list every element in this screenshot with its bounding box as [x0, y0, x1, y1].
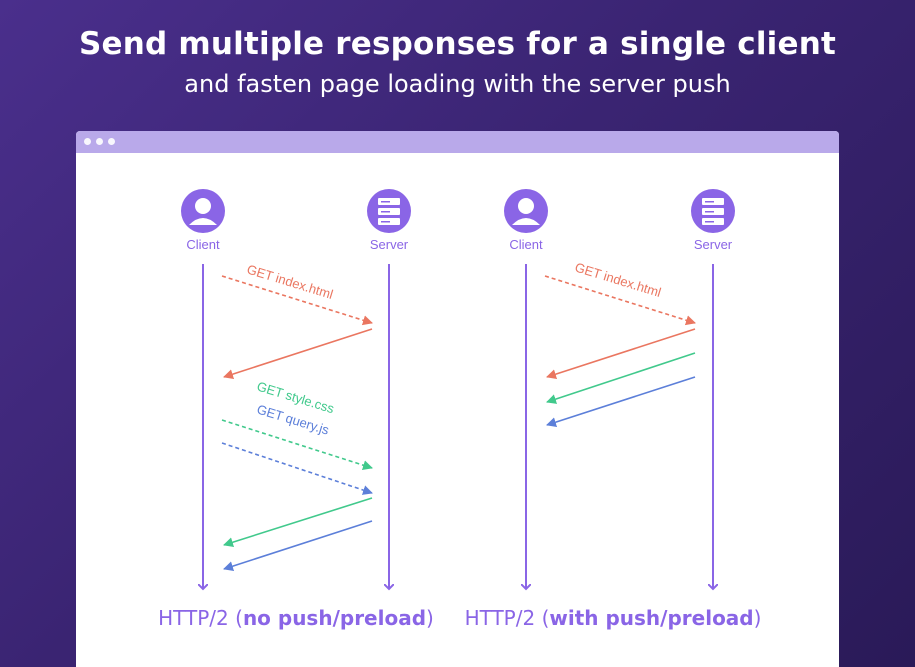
browser-window: Client Server GET index.html GET style: [76, 131, 839, 667]
right-diagram: Client Server GET index.html HTTP/2 (wit…: [465, 189, 762, 630]
request-index-arrow: [544, 275, 696, 326]
response-style-arrow: [223, 497, 373, 548]
response-index-arrow: [546, 328, 696, 379]
window-dot-icon: [96, 138, 103, 145]
subheadline: and fasten page loading with the server …: [184, 70, 731, 98]
headline: Send multiple responses for a single cli…: [78, 26, 837, 62]
window-dot-icon: [84, 138, 91, 145]
push-style-arrow: [546, 352, 696, 404]
server-icon: [367, 189, 411, 233]
request-index-arrow: [221, 275, 373, 326]
server-icon: [691, 189, 735, 233]
request-index-label: GET index.html: [245, 262, 335, 303]
client-user-icon: [504, 189, 548, 233]
server-label: Server: [694, 237, 733, 252]
window-titlebar: [76, 131, 839, 153]
response-index-arrow: [223, 328, 373, 379]
left-diagram: Client Server GET index.html GET style: [158, 189, 434, 630]
server-label: Server: [370, 237, 409, 252]
client-label: Client: [509, 237, 543, 252]
request-index-label: GET index.html: [573, 260, 663, 301]
sequence-diagrams: Client Server GET index.html GET style: [158, 189, 762, 630]
push-query-arrow: [546, 376, 696, 427]
client-label: Client: [186, 237, 220, 252]
left-caption: HTTP/2 (no push/preload): [158, 606, 434, 630]
request-style-arrow: [221, 419, 373, 471]
request-query-arrow: [221, 442, 373, 495]
client-user-icon: [181, 189, 225, 233]
response-query-arrow: [223, 520, 373, 571]
window-dot-icon: [108, 138, 115, 145]
right-caption: HTTP/2 (with push/preload): [465, 606, 762, 630]
